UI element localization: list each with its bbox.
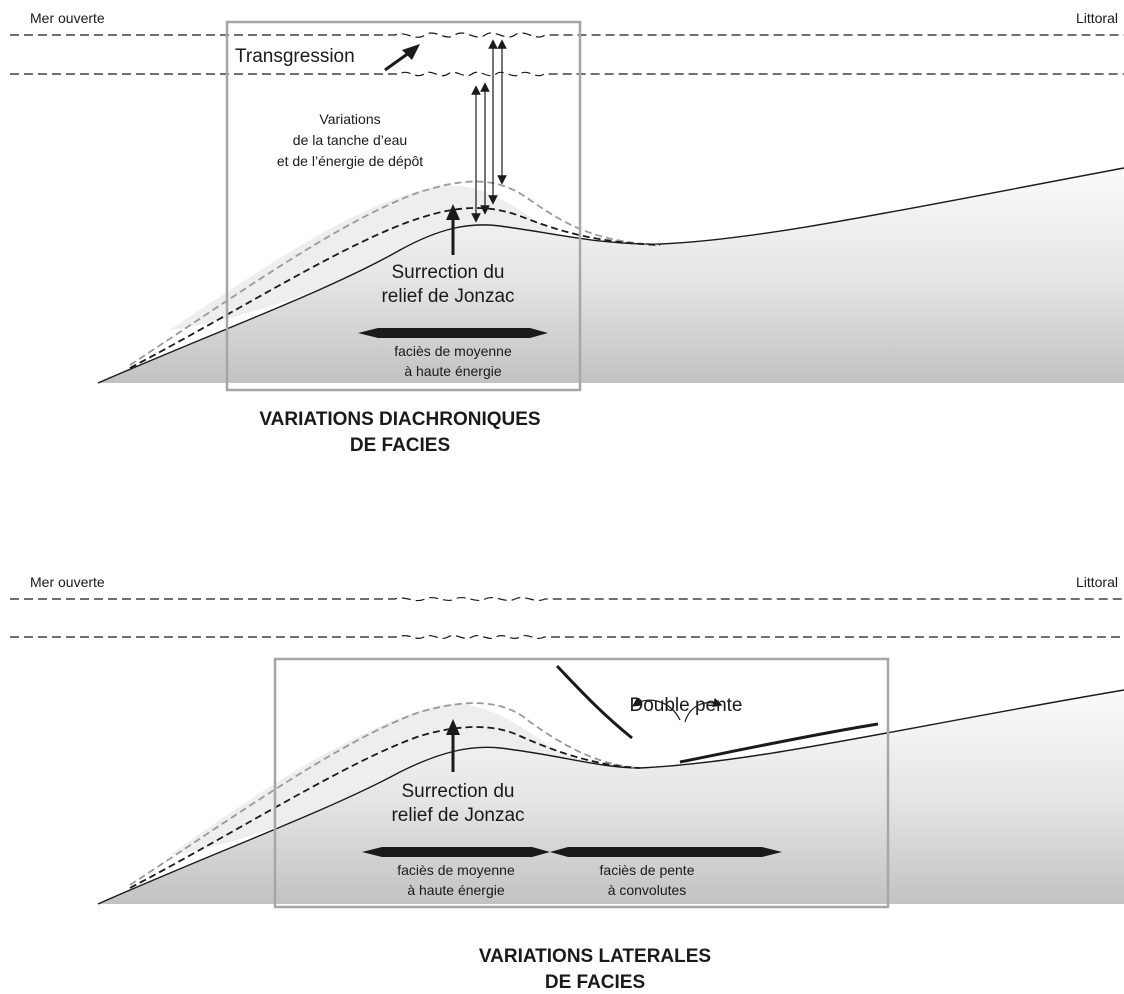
label-facies-top-1: faciès de moyenne <box>394 343 512 359</box>
facies-bar-top <box>358 328 548 338</box>
transgression-arrowhead <box>402 44 420 60</box>
label-variations-1: Variations <box>319 111 380 127</box>
paleo-surface-grey-bottom <box>129 702 641 886</box>
uplift-arrowhead-bottom <box>446 719 460 735</box>
bottom-frame <box>273 657 890 909</box>
hill-halo-top <box>170 185 660 330</box>
label-uplift-bottom-2: relief de Jonzac <box>391 805 524 826</box>
sea-level-line-upper <box>10 32 1124 38</box>
facies-bar-bottom-2 <box>550 847 782 857</box>
sea-level-line-lower-bottom <box>10 634 1124 640</box>
label-facies-bottom-1a: faciès de moyenne <box>397 862 515 878</box>
sea-level-line-lower <box>10 71 1124 77</box>
terrain-bottom-outline <box>97 689 1124 905</box>
uplift-arrowhead-top <box>446 204 460 220</box>
label-uplift-top-1: Surrection du <box>391 262 504 283</box>
title-lateral-1: VARIATIONS LATERALES <box>479 946 711 967</box>
paleo-surface-black-bottom <box>129 726 641 889</box>
terrain-bottom <box>98 690 1124 904</box>
top-frame <box>225 20 582 392</box>
label-facies-bottom-2b: à convolutes <box>608 882 687 898</box>
paleo-surface-black-top <box>129 207 661 369</box>
hill-halo-bottom <box>170 703 640 855</box>
label-double-slope: Double pente <box>629 695 742 716</box>
label-uplift-top-2: relief de Jonzac <box>381 286 514 307</box>
label-facies-bottom-1b: à haute énergie <box>407 882 505 898</box>
title-diachronic-1: VARIATIONS DIACHRONIQUES <box>259 409 540 430</box>
double-slope-curve-left <box>555 664 633 740</box>
label-coast-top: Littoral <box>1076 10 1118 26</box>
title-diachronic-2: DE FACIES <box>350 435 450 456</box>
label-facies-top-2: à haute énergie <box>404 363 502 379</box>
bottom-panel: Mer ouverte Littoral Double pente Surrec… <box>10 574 1124 993</box>
paleo-surface-grey-top <box>129 180 661 366</box>
double-slope-arrow-left <box>632 697 681 721</box>
label-open-sea-bottom: Mer ouverte <box>30 574 105 590</box>
terrain-top-outline <box>97 167 1124 384</box>
title-lateral-2: DE FACIES <box>545 972 645 993</box>
label-variations-2: de la tanche d’eau <box>293 132 407 148</box>
label-transgression: Transgression <box>235 46 355 67</box>
depth-variation-arrows <box>471 39 507 223</box>
sea-level-line-upper-bottom <box>10 596 1124 602</box>
double-slope-arrow-right <box>684 698 723 723</box>
top-panel: Mer ouverte Littoral Transgression Varia… <box>10 10 1124 456</box>
double-slope-curve-right <box>679 722 879 764</box>
facies-bar-bottom-1 <box>362 847 550 857</box>
label-coast-bottom: Littoral <box>1076 574 1118 590</box>
label-facies-bottom-2a: faciès de pente <box>600 862 695 878</box>
label-open-sea-top: Mer ouverte <box>30 10 105 26</box>
label-uplift-bottom-1: Surrection du <box>401 781 514 802</box>
label-variations-3: et de l’énergie de dépôt <box>277 153 423 169</box>
terrain-top <box>98 168 1124 383</box>
